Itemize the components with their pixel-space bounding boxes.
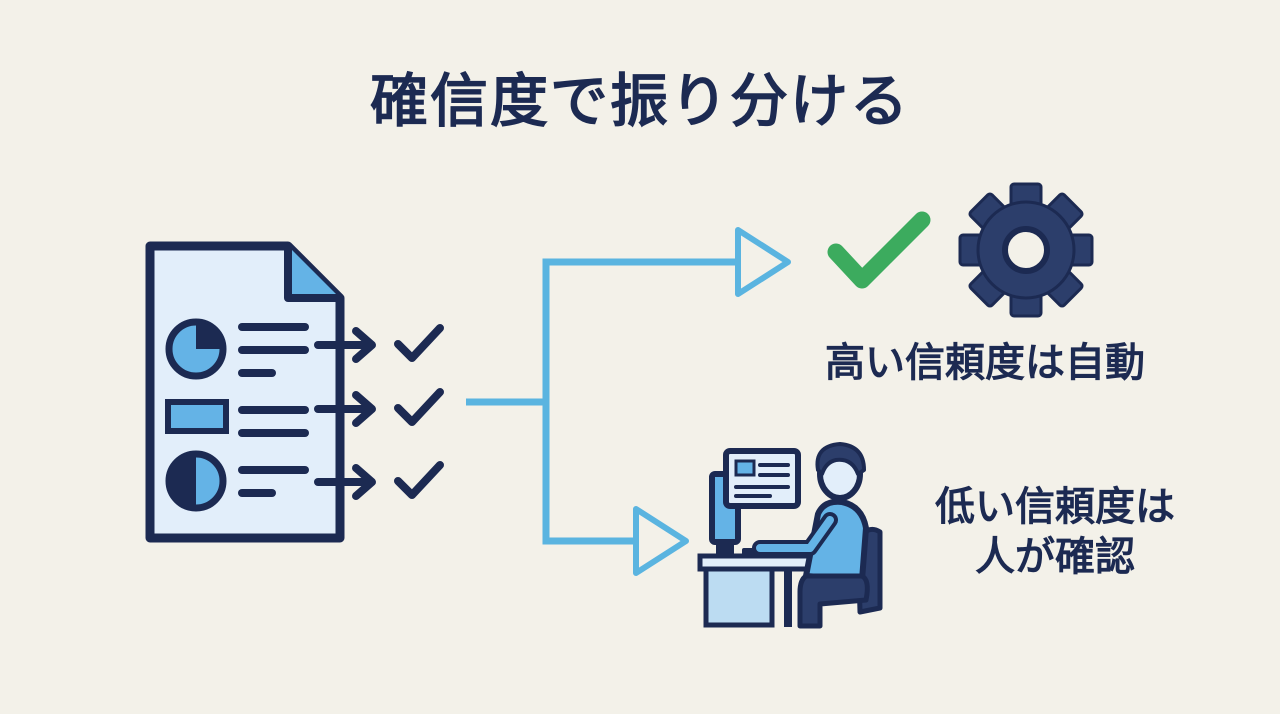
high-confidence-label: 高い信頼度は自動 [825, 340, 1145, 386]
pie-chart-icon [165, 450, 227, 512]
low-confidence-label-line2: 人が確認 [975, 534, 1135, 580]
low-confidence-label-line1: 低い信頼度は [935, 484, 1175, 530]
pie-chart-icon [165, 318, 227, 380]
field-arrows [314, 327, 376, 500]
text-lines [238, 466, 309, 497]
text-lines [238, 406, 309, 437]
checkmark-icon [827, 211, 931, 289]
branch-connector [466, 258, 736, 545]
text-lines [238, 323, 309, 377]
arrowhead-low [633, 506, 689, 576]
gear-icon [958, 182, 1094, 318]
field-checkmarks [394, 324, 444, 499]
person-at-computer-icon [697, 442, 883, 629]
arrowhead-high [735, 227, 791, 297]
low-confidence-label: 低い信頼度は 人が確認 [900, 482, 1210, 582]
page-title: 確信度で振り分ける [369, 67, 910, 135]
field-box-icon [165, 399, 229, 434]
